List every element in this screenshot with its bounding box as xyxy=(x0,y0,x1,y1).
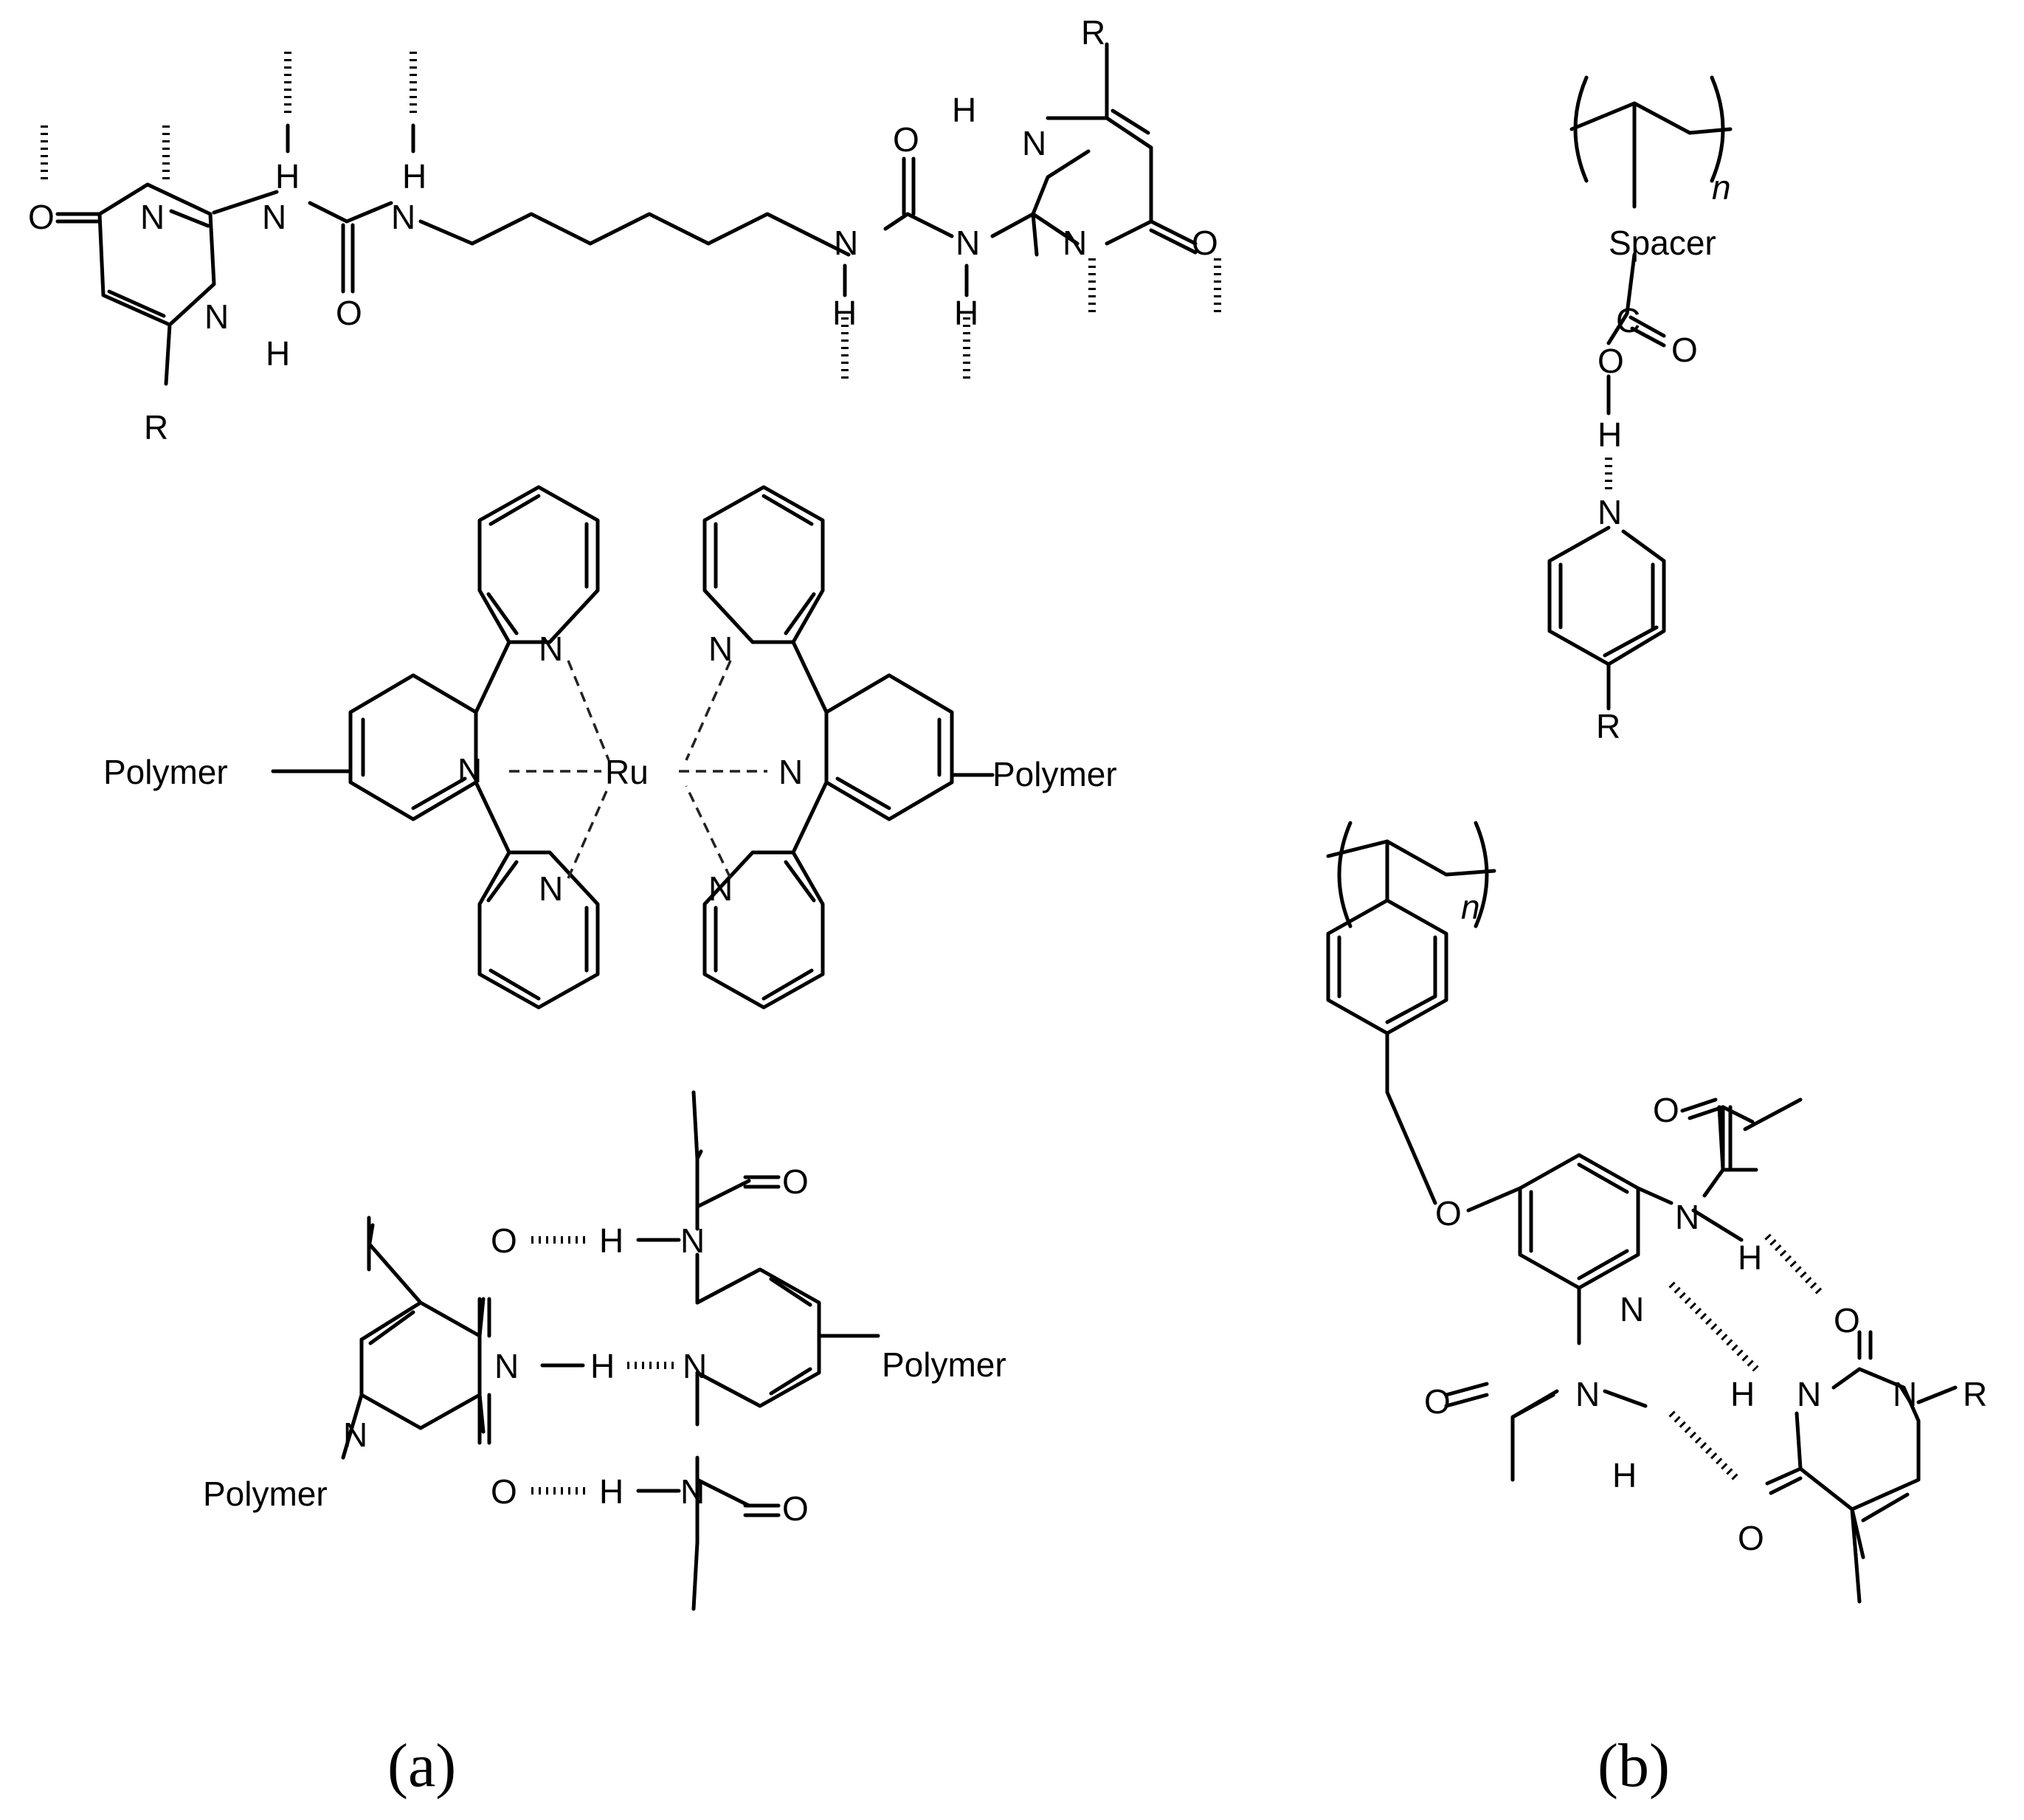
atom-n: N xyxy=(1022,124,1046,162)
atom-n: N xyxy=(680,1472,705,1511)
atom-c: C xyxy=(1616,301,1640,339)
atom-o: O xyxy=(1671,331,1698,369)
caption-a: (a) xyxy=(387,1731,456,1800)
atom-r: R xyxy=(1596,707,1620,745)
atom-n: N xyxy=(343,1416,367,1454)
atom-n: N xyxy=(204,297,229,336)
polystyrene-dap-thymine-pair: n O O N H O N H N N R O N H O xyxy=(1326,821,1987,1604)
atom-n: N xyxy=(1620,1290,1644,1328)
atom-n: N xyxy=(1893,1375,1917,1413)
acid-pyridine-pair: n Spacer C O O H N R xyxy=(1547,75,1733,745)
atom-o: O xyxy=(28,198,55,236)
atom-o: O xyxy=(1424,1382,1451,1421)
atom-n: N xyxy=(457,751,482,790)
atom-o: O xyxy=(336,294,362,332)
atom-h: H xyxy=(599,1472,624,1511)
subscript-n: n xyxy=(1461,888,1480,926)
atom-o: O xyxy=(1598,342,1624,380)
thymine-dap-pair: O H N O N H N Polymer N O H N O Polymer xyxy=(203,1090,1006,1611)
atom-h: H xyxy=(1738,1238,1762,1277)
atom-n: N xyxy=(539,869,563,908)
atom-o: O xyxy=(1435,1194,1462,1233)
polymer-label: Polymer xyxy=(992,755,1117,793)
polymer-label: Polymer xyxy=(882,1345,1006,1384)
atom-n: N xyxy=(1797,1375,1821,1413)
ru-terpyridine-complex: N N N Ru N N N Polymer Polymer xyxy=(103,485,1117,1010)
atom-o: O xyxy=(1834,1301,1860,1340)
atom-h: H xyxy=(954,294,978,332)
atom-o: O xyxy=(491,1221,517,1260)
atom-h: H xyxy=(832,294,857,332)
atom-h: H xyxy=(952,91,976,129)
atom-n: N xyxy=(262,198,286,236)
atom-h: H xyxy=(599,1221,624,1260)
atom-n: N xyxy=(680,1221,705,1260)
atom-r: R xyxy=(1963,1375,1987,1413)
atom-h: H xyxy=(590,1347,615,1385)
atom-h: H xyxy=(402,157,426,196)
atom-n: N xyxy=(683,1347,707,1385)
atom-h: H xyxy=(1612,1456,1637,1495)
atom-n: N xyxy=(1598,493,1622,531)
atom-o: O xyxy=(1738,1519,1764,1557)
atom-o: O xyxy=(782,1162,809,1201)
atom-n: N xyxy=(708,869,733,908)
atom-n: N xyxy=(1063,224,1087,262)
atom-h: H xyxy=(1730,1375,1755,1413)
atom-n: N xyxy=(1675,1198,1699,1236)
atom-o: O xyxy=(1192,224,1218,262)
atom-h: H xyxy=(1598,416,1622,454)
atom-n: N xyxy=(539,630,563,668)
atom-n: N xyxy=(834,224,858,262)
atom-o: O xyxy=(893,120,919,159)
caption-b: (b) xyxy=(1598,1731,1670,1800)
atom-r: R xyxy=(144,408,168,447)
atom-n: N xyxy=(778,753,803,791)
atom-n: N xyxy=(140,198,165,236)
polymer-label: Polymer xyxy=(203,1475,328,1513)
atom-o: O xyxy=(491,1472,517,1511)
polymer-label: Polymer xyxy=(103,753,228,791)
atom-h: H xyxy=(266,334,290,373)
spacer-label: Spacer xyxy=(1609,224,1716,262)
atom-h: H xyxy=(275,157,300,196)
atom-n: N xyxy=(494,1347,519,1385)
atom-n: N xyxy=(1575,1375,1600,1413)
atom-n: N xyxy=(956,224,980,262)
atom-n: N xyxy=(708,630,733,668)
upy-linked-structure: O N N H N H O N H R N H O N H N N H R O xyxy=(28,13,1221,447)
atom-o: O xyxy=(1653,1091,1679,1129)
atom-ru: Ru xyxy=(605,753,649,791)
atom-n: N xyxy=(391,198,415,236)
atom-r: R xyxy=(1081,13,1105,52)
subscript-n: n xyxy=(1712,168,1731,207)
atom-o: O xyxy=(782,1489,809,1528)
